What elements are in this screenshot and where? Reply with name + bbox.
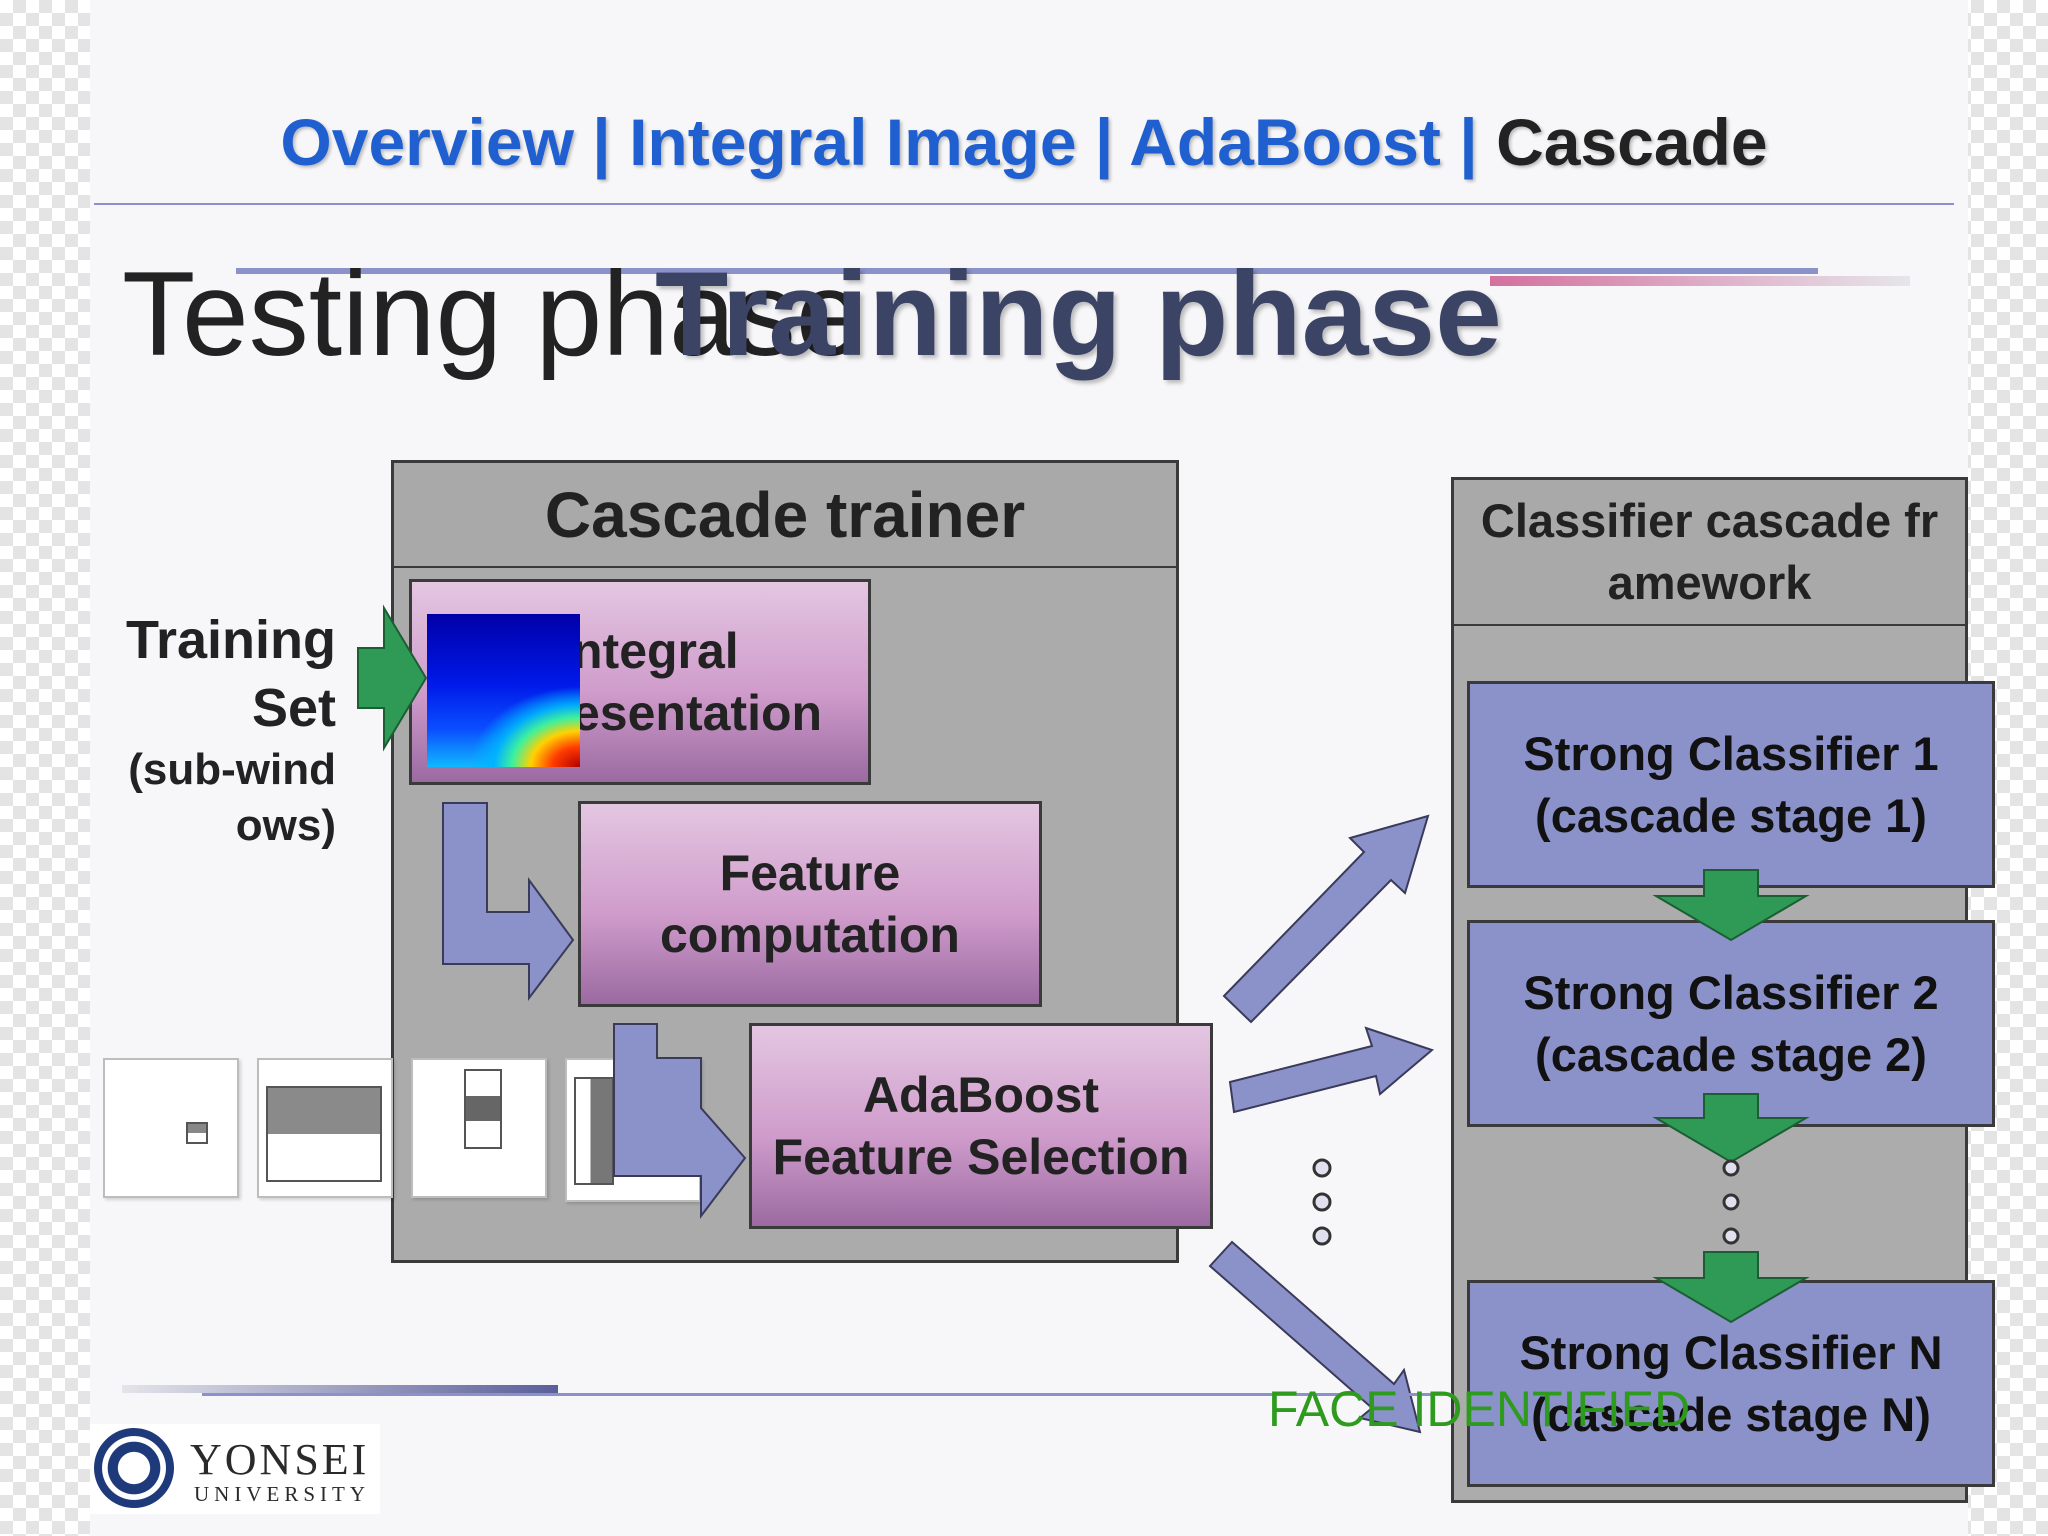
cascade-framework-header: Classifier cascade fr amework bbox=[1454, 480, 1965, 626]
adaboost-line1: AdaBoost bbox=[862, 1067, 1100, 1123]
cascade-framework-title-line2: amework bbox=[1607, 556, 1812, 609]
adaboost-line2: Feature Selection bbox=[772, 1129, 1190, 1185]
output-arrow-upper bbox=[1222, 814, 1430, 1024]
green-stage-arrow-3 bbox=[1652, 1251, 1810, 1324]
adaboost-box: AdaBoost Feature Selection bbox=[749, 1023, 1213, 1229]
nav-separator: | bbox=[573, 105, 630, 179]
nav-separator: | bbox=[1440, 105, 1497, 179]
title-training-phase: Training phase bbox=[655, 247, 1502, 381]
ellipsis-dot bbox=[1722, 1159, 1740, 1177]
training-set-sub-line2: ows) bbox=[235, 801, 336, 850]
haar-rect bbox=[266, 1086, 382, 1182]
integral-line1: ntegral bbox=[572, 623, 739, 679]
stage-1-line1: Strong Classifier 1 bbox=[1523, 726, 1939, 780]
haar-feature-thumb-1 bbox=[103, 1058, 239, 1198]
training-set-line1: Training bbox=[125, 610, 336, 670]
integral-representation-box: ntegral esentation bbox=[409, 579, 871, 785]
stage-n-line1: Strong Classifier N bbox=[1519, 1325, 1943, 1379]
heatmap-image bbox=[427, 614, 580, 767]
nav-separator: | bbox=[1076, 105, 1130, 179]
ellipsis-dot bbox=[1722, 1193, 1740, 1211]
training-set-sub-line1: (sub-wind bbox=[128, 745, 336, 794]
title-bar-blue bbox=[236, 268, 1818, 274]
stage-2-line2: (cascade stage 2) bbox=[1535, 1027, 1927, 1081]
training-set-line2: Set bbox=[251, 678, 336, 738]
ellipsis-dot bbox=[1312, 1192, 1332, 1212]
yonsei-name: YONSEI bbox=[190, 1435, 370, 1484]
nav-item-integral-image[interactable]: Integral Image bbox=[629, 105, 1077, 179]
strong-classifier-2: Strong Classifier 2 (cascade stage 2) bbox=[1467, 920, 1995, 1127]
cascade-trainer-header: Cascade trainer bbox=[394, 463, 1176, 568]
feature-computation-box: Feature computation bbox=[578, 801, 1042, 1007]
feature-line1: Feature bbox=[719, 845, 901, 901]
strong-classifier-1: Strong Classifier 1 (cascade stage 1) bbox=[1467, 681, 1995, 888]
nav-item-overview[interactable]: Overview bbox=[280, 105, 574, 179]
nav-item-cascade-current[interactable]: Cascade bbox=[1496, 105, 1768, 179]
stage-2-line1: Strong Classifier 2 bbox=[1523, 965, 1939, 1019]
title-bar-pink bbox=[1490, 276, 1910, 286]
left-checker-margin bbox=[0, 0, 90, 1536]
cascade-trainer-title: Cascade trainer bbox=[544, 478, 1026, 551]
face-identified-text: FACE IDENTIFIED bbox=[1268, 1381, 1691, 1437]
haar-feature-thumb-3 bbox=[411, 1058, 547, 1198]
haar-feature-thumb-2 bbox=[257, 1058, 393, 1198]
footer-line bbox=[202, 1393, 1452, 1396]
output-arrow-middle bbox=[1228, 1026, 1435, 1114]
ellipsis-dot bbox=[1722, 1227, 1740, 1245]
integral-line2: esentation bbox=[572, 685, 823, 741]
ellipsis-dot bbox=[1312, 1226, 1332, 1246]
ellipsis-dot bbox=[1312, 1158, 1332, 1178]
nav-breadcrumb: Overview | Integral Image | AdaBoost | C… bbox=[0, 104, 2048, 180]
feature-line2: computation bbox=[660, 907, 960, 963]
stage-1-line2: (cascade stage 1) bbox=[1535, 788, 1927, 842]
nav-item-adaboost[interactable]: AdaBoost bbox=[1129, 105, 1441, 179]
cascade-framework-title-line1: Classifier cascade fr bbox=[1480, 494, 1939, 547]
green-input-arrow bbox=[357, 604, 428, 752]
training-set-label: Training Set bbox=[80, 606, 336, 742]
green-stage-arrow-1 bbox=[1652, 869, 1810, 942]
footer-bar-dark bbox=[122, 1385, 558, 1393]
title-testing-phase: Testing phase bbox=[122, 247, 863, 381]
green-stage-arrow-2 bbox=[1652, 1093, 1810, 1164]
haar-rect bbox=[186, 1122, 208, 1144]
yonsei-logo: YONSEI UNIVERSITY bbox=[90, 1424, 380, 1514]
header-divider bbox=[94, 203, 1954, 205]
blue-l-arrow bbox=[442, 802, 575, 1001]
training-set-sub-label: (sub-wind ows) bbox=[80, 742, 336, 854]
yonsei-seal-icon bbox=[94, 1428, 174, 1508]
blue-short-arrow bbox=[613, 1023, 747, 1219]
output-arrow-lower bbox=[1208, 1240, 1422, 1434]
yonsei-sub: UNIVERSITY bbox=[194, 1482, 370, 1506]
haar-rect bbox=[464, 1069, 502, 1149]
stage-n-line2: (cascade stage N) bbox=[1531, 1387, 1931, 1441]
